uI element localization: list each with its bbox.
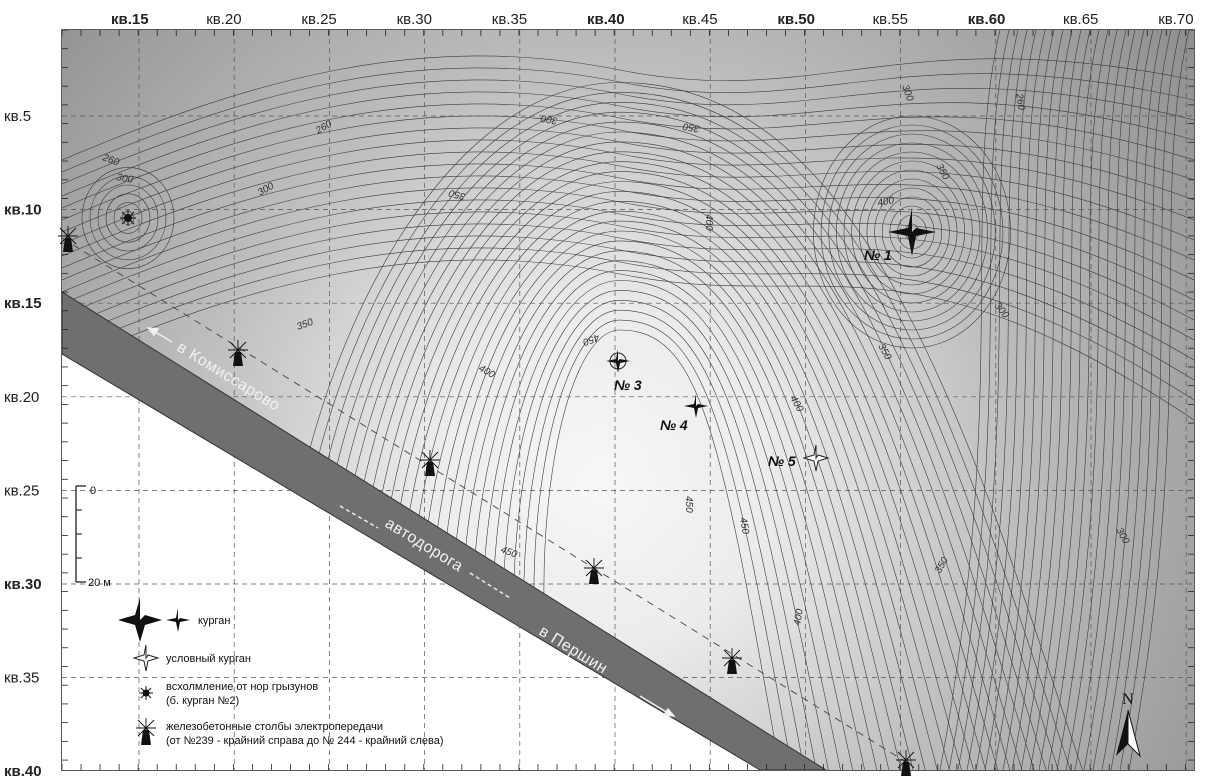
column-label: кв.45 (682, 11, 717, 28)
column-labels: кв.15 кв.20 кв.25 кв.30 кв.35 кв.40 кв.45 кв.50… (111, 11, 1194, 28)
rodent-hill-icon[interactable] (120, 210, 136, 226)
row-label: кв.20 (4, 389, 39, 406)
column-label: кв.55 (873, 11, 908, 28)
power-poles (58, 226, 916, 776)
row-label: кв.15 (4, 295, 42, 312)
conditional-kurgan-5-icon[interactable] (802, 444, 830, 472)
column-label: кв.25 (301, 11, 336, 28)
column-label: кв.65 (1063, 11, 1098, 28)
frame-ticks (61, 29, 1194, 770)
column-label: кв.20 (206, 11, 241, 28)
legend-rodent-label-2: (б. курган №2) (166, 695, 239, 707)
legend-poles-label-2: (от №239 - крайний справа до № 244 - кра… (166, 735, 444, 747)
contour-label: 450 (683, 496, 694, 513)
legend-kurgan-big-icon (118, 598, 162, 642)
contour-label: 400 (792, 608, 806, 627)
legend-pole-icon (136, 718, 156, 745)
row-label: кв.40 (4, 763, 42, 776)
north-label: N (1122, 691, 1134, 708)
column-label: кв.70 (1158, 11, 1193, 28)
column-label: кв.50 (777, 11, 815, 28)
power-line (62, 237, 907, 763)
column-label: кв.15 (111, 11, 149, 28)
contour-label: 450 (737, 517, 751, 536)
power-pole-icon[interactable] (58, 226, 78, 252)
row-labels: кв.5 кв.10 кв.15 кв.20 кв.25 кв.30 кв.35 кв.40 (4, 108, 42, 776)
road (62, 291, 827, 770)
power-pole-icon[interactable] (722, 648, 742, 674)
row-label: кв.10 (4, 202, 42, 219)
contour-label: 400 (703, 214, 714, 231)
legend-conditional-icon (132, 644, 160, 672)
mounds: № 1 № 3 № 4 № 5 (120, 208, 936, 472)
contour-value-labels: 300 260 260 300 300 350 350 400 350 400 … (100, 83, 1131, 626)
contour-label: 260 (1013, 92, 1027, 112)
kurgan-3-icon[interactable] (606, 349, 630, 373)
legend-rodent-icon (139, 686, 153, 700)
legend-poles-label: железобетонные столбы электропередачи (166, 721, 383, 733)
mound-label-4: № 4 (660, 417, 688, 433)
contour-label: 300 (540, 112, 559, 126)
mound-label-3: № 3 (614, 377, 642, 393)
north-arrow: N (1116, 691, 1141, 758)
legend-kurgan-label: курган (198, 615, 230, 627)
column-label: кв.60 (968, 11, 1006, 28)
mound-label-1: № 1 (864, 247, 892, 263)
legend: курган условный курган всхолмление от но… (118, 598, 444, 747)
scale-end-label: 20 м (88, 577, 111, 589)
power-pole-icon[interactable] (228, 340, 248, 366)
row-label: кв.35 (4, 670, 39, 687)
power-pole-icon[interactable] (896, 750, 916, 776)
legend-rodent-label: всхолмление от нор грызунов (166, 681, 318, 693)
north-arrow-icon (1116, 710, 1128, 756)
contour-label: 350 (447, 187, 466, 202)
mound-label-5: № 5 (768, 453, 796, 469)
contour-label: 300 (115, 172, 134, 186)
contour-label: 350 (682, 120, 701, 134)
scale-zero-label: 0 (90, 485, 96, 497)
power-pole-icon[interactable] (584, 558, 604, 584)
row-label: кв.30 (4, 576, 42, 593)
contour-label: 400 (877, 195, 896, 209)
column-label: кв.30 (397, 11, 432, 28)
row-label: кв.5 (4, 108, 31, 125)
kurgan-1-icon[interactable] (888, 208, 936, 256)
legend-kurgan-small-icon (166, 608, 190, 632)
kurgan-4-icon[interactable] (684, 394, 708, 418)
power-pole-icon[interactable] (420, 450, 440, 476)
column-label: кв.40 (587, 11, 625, 28)
row-label: кв.25 (4, 482, 39, 499)
legend-conditional-label: условный курган (166, 653, 251, 665)
scale-bar: 0 20 м (75, 485, 111, 589)
column-label: кв.35 (492, 11, 527, 28)
